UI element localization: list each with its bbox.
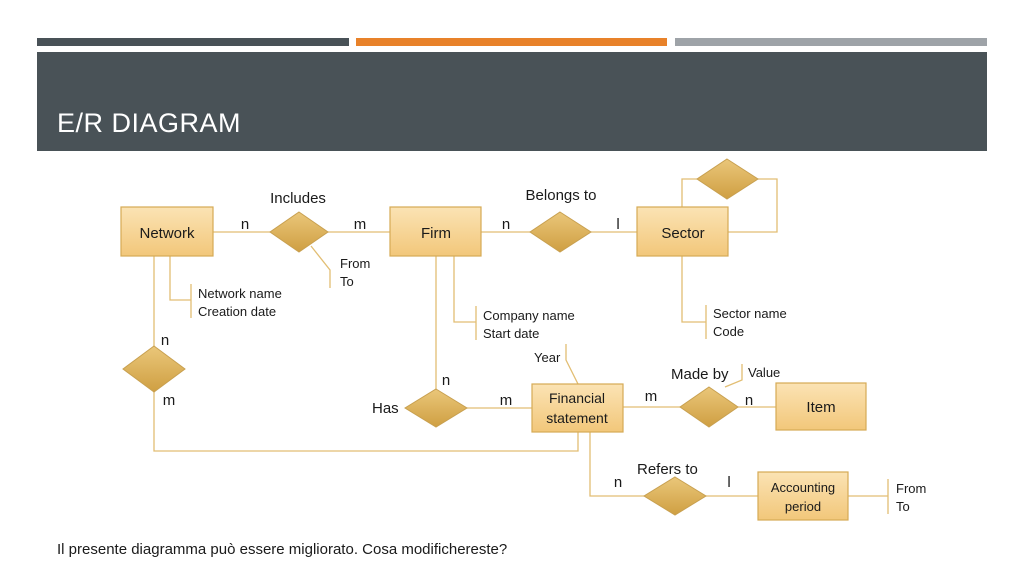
attribute-madeby-value: Value xyxy=(748,365,780,380)
connector-includes-attributes xyxy=(310,245,331,288)
attribute-financial-year: Year xyxy=(534,350,561,365)
cardinality-includes-firm: m xyxy=(354,216,367,233)
cardinalities: n m n l n m n m m n n l xyxy=(161,216,753,491)
entity-item: Item xyxy=(775,382,867,431)
cardinality-refers-accounting: l xyxy=(727,474,730,491)
connector-firm-attributes xyxy=(453,256,477,340)
relationship-belongs-to xyxy=(529,211,592,253)
connectors xyxy=(153,178,889,514)
attribute-accounting-to: To xyxy=(896,499,910,514)
entity-sector: Sector xyxy=(636,206,729,257)
cardinality-firm-has: n xyxy=(442,372,450,389)
connector-financial-refers xyxy=(589,432,644,497)
footer-question: Il presente diagramma può essere miglior… xyxy=(57,541,508,558)
entity-firm-label: Firm xyxy=(421,225,451,242)
cardinality-network-includes: n xyxy=(241,216,249,233)
relationship-refers-to-label: Refers to xyxy=(637,461,698,478)
cardinality-firm-belongs: n xyxy=(502,216,510,233)
relationship-sector-self xyxy=(696,158,759,200)
entity-financial-statement-label-1: Financial xyxy=(549,390,605,406)
entity-financial-statement-label-2: statement xyxy=(546,410,608,426)
attributes: From To Network name Creation date Compa… xyxy=(198,256,926,514)
connector-accounting-attributes xyxy=(848,479,889,514)
entity-financial-statement: Financial statement xyxy=(531,383,624,433)
relationship-has-label: Has xyxy=(372,400,399,417)
attribute-firm-company-name: Company name xyxy=(483,308,575,323)
relationship-belongs-to-label: Belongs to xyxy=(526,187,597,204)
entity-sector-label: Sector xyxy=(661,225,704,242)
cardinality-network-left-rel: n xyxy=(161,332,169,349)
cardinality-financial-refers: n xyxy=(614,474,622,491)
top-band-dark xyxy=(37,38,349,46)
attribute-includes-to: To xyxy=(340,274,354,289)
cardinality-madeby-item: n xyxy=(745,392,753,409)
relationship-refers-to xyxy=(643,476,707,516)
attribute-includes-from: From xyxy=(340,256,370,271)
entity-accounting-period-label-2: period xyxy=(785,499,821,514)
relationship-network-left xyxy=(122,345,186,393)
connector-left-rel-bottom xyxy=(153,392,579,452)
connector-madeby-value-attribute xyxy=(724,364,743,388)
entity-accounting-period: Accounting period xyxy=(757,471,849,521)
relationship-made-by xyxy=(679,386,739,428)
relationship-includes-label: Includes xyxy=(270,190,326,207)
attribute-sector-code: Code xyxy=(713,324,744,339)
attribute-accounting-from: From xyxy=(896,481,926,496)
top-band-gray xyxy=(675,38,987,46)
connector-self-loop-sector xyxy=(728,178,778,233)
cardinality-financial-madeby: m xyxy=(645,388,658,405)
attribute-firm-start-date: Start date xyxy=(483,326,539,341)
entity-network: Network xyxy=(120,206,214,257)
relationship-has xyxy=(404,388,468,428)
slide-title: E/R DIAGRAM xyxy=(57,108,242,138)
cardinality-has-financial: m xyxy=(500,392,513,409)
connector-year-attribute xyxy=(565,344,579,385)
entity-firm: Firm xyxy=(389,206,482,257)
attribute-network-name: Network name xyxy=(198,286,282,301)
entity-network-label: Network xyxy=(139,225,195,242)
cardinality-left-rel-bottom: m xyxy=(163,392,176,409)
top-band-orange xyxy=(356,38,667,46)
entity-item-label: Item xyxy=(806,399,835,416)
entity-accounting-period-label-1: Accounting xyxy=(771,480,835,495)
title-header: E/R DIAGRAM xyxy=(37,52,987,151)
cardinality-belongs-sector: l xyxy=(616,216,619,233)
connector-sector-attributes xyxy=(681,256,707,339)
connector-sector-self-loop xyxy=(681,178,697,207)
relationship-includes xyxy=(269,211,329,253)
attribute-sector-name: Sector name xyxy=(713,306,787,321)
connector-network-attributes xyxy=(169,256,192,318)
attribute-network-creation-date: Creation date xyxy=(198,304,276,319)
relationship-made-by-label: Made by xyxy=(671,366,729,383)
